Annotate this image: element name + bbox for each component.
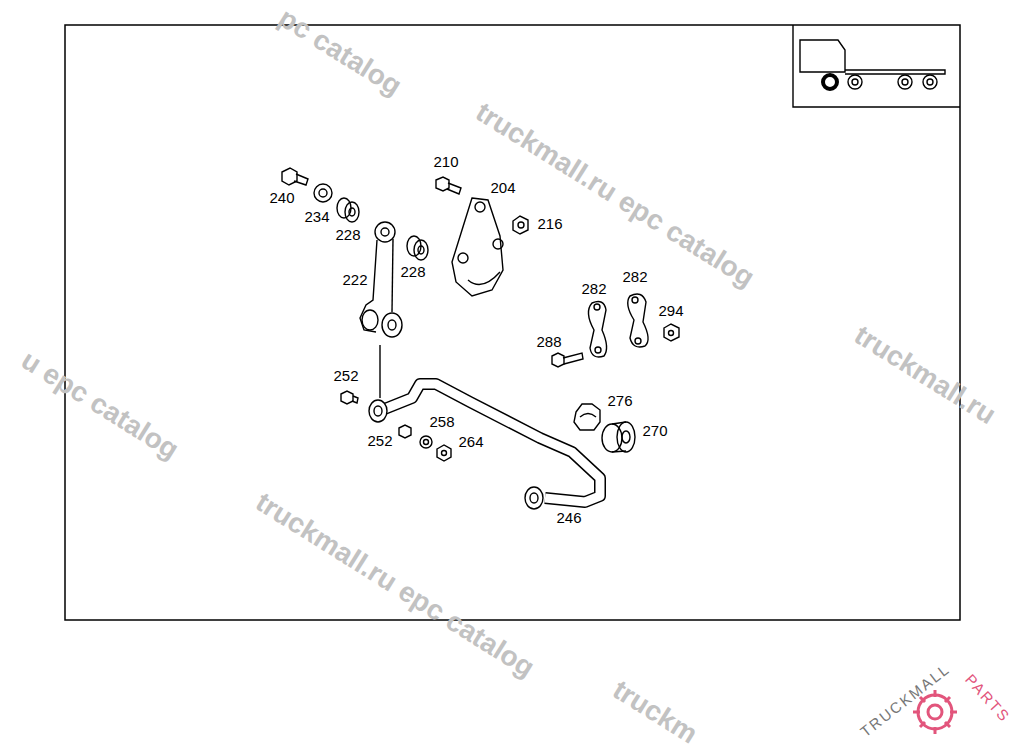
drawing-frame [65,25,960,620]
callout-number: 294 [658,303,683,318]
callout-number: 246 [556,510,581,525]
callout-number: 240 [269,190,294,205]
vehicle-icon [793,25,960,107]
watermark: truckm [608,675,702,748]
callout-number: 222 [342,272,367,287]
callout-number: 264 [458,434,483,449]
callout-number: 234 [304,209,329,224]
callout-number: 228 [400,264,425,279]
bolt [436,177,461,194]
bracket-plate [452,198,503,296]
callout-number: 204 [490,180,515,195]
washer [314,184,332,202]
callout-number: 252 [367,433,392,448]
callout-number: 282 [622,269,647,284]
watermark: u epc catalog [17,346,184,465]
callout-number: 276 [607,393,632,408]
callout-number: 288 [536,334,561,349]
link-rod [360,222,402,398]
stabilizer-bar [369,384,600,509]
callout-number: 270 [642,423,667,438]
callout-number: 252 [333,368,358,383]
watermark: truckmall.ru [850,321,1001,430]
watermark: truckmall.ru epc catalog [251,488,539,682]
watermark: truckmall.ru epc catalog [471,98,759,292]
bolt [282,168,308,185]
watermark: pc catalog [274,3,406,100]
callout-number: 258 [429,414,454,429]
callout-number: 210 [433,154,458,169]
callout-number: 228 [335,227,360,242]
callout-number: 282 [581,281,606,296]
callout-number: 216 [537,216,562,231]
logo-text: PARTS [963,671,1013,725]
nut [513,216,528,234]
bar-bushing [574,404,635,452]
